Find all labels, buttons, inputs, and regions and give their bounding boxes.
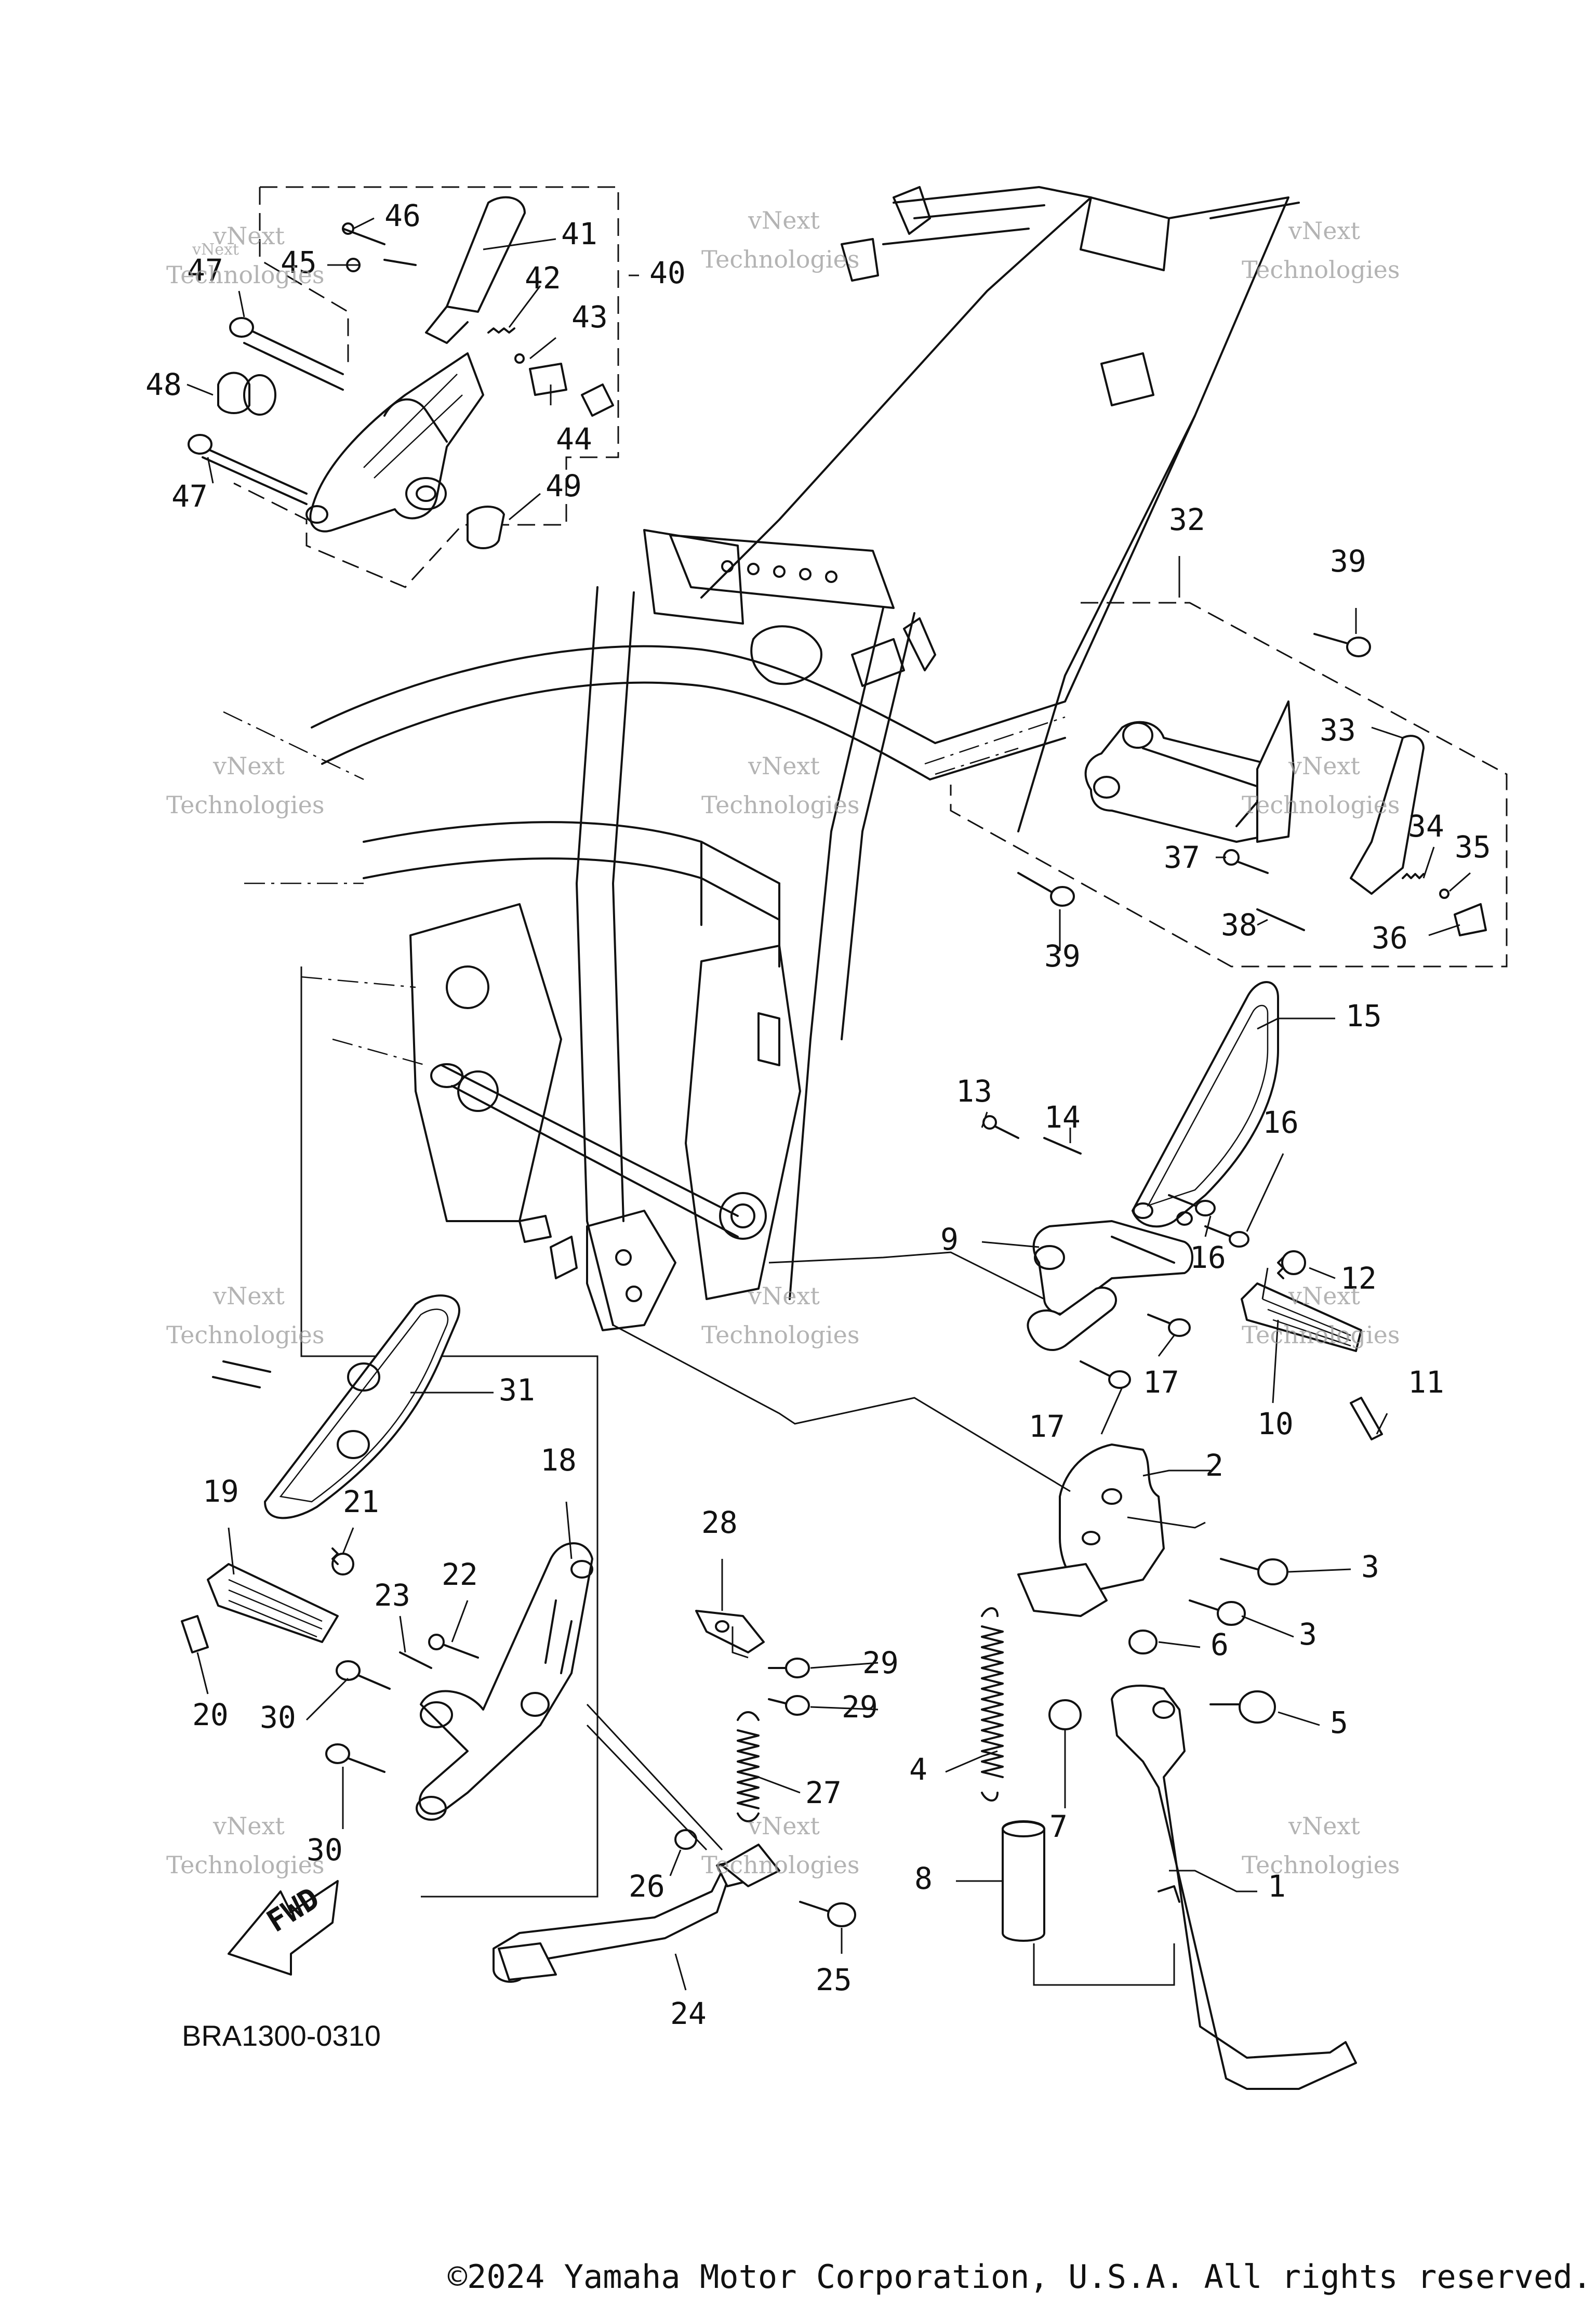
callout-49: 49 [546, 468, 582, 504]
callout-15: 15 [1346, 998, 1382, 1034]
callout-34: 34 [1408, 809, 1444, 844]
callout-7: 7 [1049, 1809, 1068, 1844]
callout-6: 6 [1211, 1627, 1229, 1662]
callout-38: 38 [1221, 907, 1257, 943]
watermark-line2: Technologies [166, 791, 324, 819]
callout-45: 45 [281, 245, 317, 280]
callout-29a: 29 [862, 1645, 899, 1680]
callout-42: 42 [525, 260, 561, 296]
rider-footrest-assembly [188, 186, 619, 588]
callout-28: 28 [701, 1505, 738, 1540]
watermark-line2: Technologies [701, 791, 859, 819]
watermark-line1: vNext [748, 206, 820, 234]
callout-36: 36 [1372, 920, 1408, 956]
sidestand-assembly [981, 1444, 1357, 2090]
watermark-line2: Technologies [701, 1851, 859, 1879]
callout-17b: 17 [1029, 1409, 1065, 1444]
callout-14: 14 [1044, 1100, 1081, 1135]
watermark-line2: Technologies [701, 245, 859, 273]
callout-20: 20 [192, 1697, 229, 1732]
rider-footrest-right [982, 981, 1383, 1440]
passenger-footrest-assembly [950, 602, 1508, 968]
callout-22: 22 [442, 1557, 478, 1592]
watermark-line1: vNext [212, 222, 285, 250]
callout-35: 35 [1455, 829, 1491, 865]
callout-16b: 16 [1190, 1240, 1226, 1275]
watermark-line1: vNext [1288, 1282, 1360, 1310]
forward-direction-arrow: FWD [228, 1880, 339, 1976]
callout-41: 41 [561, 216, 597, 251]
callout-19: 19 [203, 1474, 239, 1509]
watermark-line2: Technologies [1242, 256, 1400, 284]
watermark-line1: vNext [748, 1812, 820, 1840]
callout-43: 43 [571, 299, 608, 335]
watermark-line1-small: vNext [192, 241, 239, 259]
watermark-line2: Technologies [166, 1321, 324, 1349]
watermark-line1: vNext [748, 1282, 820, 1310]
callout-3a: 3 [1361, 1549, 1379, 1584]
callout-21: 21 [343, 1484, 379, 1519]
watermark-line1: vNext [1288, 1812, 1360, 1840]
watermark-line2: Technologies [1242, 791, 1400, 819]
watermark-line1: vNext [212, 1812, 285, 1840]
callout-44: 44 [556, 421, 592, 457]
callout-39a: 39 [1330, 544, 1366, 579]
callout-3b: 3 [1299, 1617, 1317, 1652]
callout-47b: 47 [171, 479, 208, 514]
callout-1: 1 [1268, 1869, 1286, 1904]
watermark-line1: vNext [212, 752, 285, 780]
callout-26: 26 [629, 1869, 665, 1904]
callout-39b: 39 [1044, 938, 1081, 974]
watermark-line1: vNext [212, 1282, 285, 1310]
brake-and-left-footrest [181, 966, 856, 1983]
callout-25: 25 [816, 1962, 852, 1997]
callout-30a: 30 [260, 1700, 296, 1735]
callout-29b: 29 [842, 1689, 878, 1725]
callout-8: 8 [914, 1861, 933, 1896]
callout-13: 13 [956, 1074, 992, 1109]
callout-4: 4 [909, 1752, 927, 1787]
watermark-line2: Technologies [166, 261, 324, 289]
callout-27: 27 [805, 1775, 842, 1810]
callout-30b: 30 [307, 1832, 343, 1868]
copyright-notice: ©2024 Yamaha Motor Corporation, U.S.A. A… [447, 2258, 1592, 2296]
callout-2: 2 [1205, 1448, 1223, 1483]
callout-37: 37 [1164, 840, 1200, 875]
watermark-line2: Technologies [1242, 1851, 1400, 1879]
callout-24: 24 [670, 1996, 707, 2031]
callout-9: 9 [940, 1222, 959, 1257]
callout-11: 11 [1408, 1365, 1444, 1400]
callout-10: 10 [1257, 1406, 1294, 1441]
watermark-line2: Technologies [166, 1851, 324, 1879]
watermark-line1: vNext [1288, 217, 1360, 245]
callout-47a: 47 [187, 253, 223, 288]
callout-12: 12 [1340, 1261, 1377, 1296]
callout-48: 48 [145, 367, 182, 402]
callout-numbers: 1 2 3 3 4 5 6 7 8 9 10 11 12 13 14 15 16… [145, 198, 1491, 2031]
watermark-line1: vNext [748, 752, 820, 780]
callout-33: 33 [1320, 712, 1356, 748]
callout-23: 23 [374, 1578, 410, 1613]
callout-leaders [187, 217, 1471, 1991]
watermark-line2: Technologies [1242, 1321, 1400, 1349]
main-frame [311, 186, 1300, 1331]
callout-5: 5 [1330, 1705, 1348, 1740]
callout-17a: 17 [1143, 1365, 1179, 1400]
diagram-code: BRA1300-0310 [182, 2019, 381, 2052]
callout-32: 32 [1169, 502, 1205, 537]
callout-18: 18 [540, 1442, 577, 1478]
callout-46: 46 [384, 198, 421, 233]
callout-31: 31 [499, 1372, 535, 1408]
callout-40: 40 [649, 255, 686, 290]
watermark-line1: vNext [1288, 752, 1360, 780]
watermark-line2: Technologies [701, 1321, 859, 1349]
callout-16a: 16 [1262, 1105, 1299, 1140]
